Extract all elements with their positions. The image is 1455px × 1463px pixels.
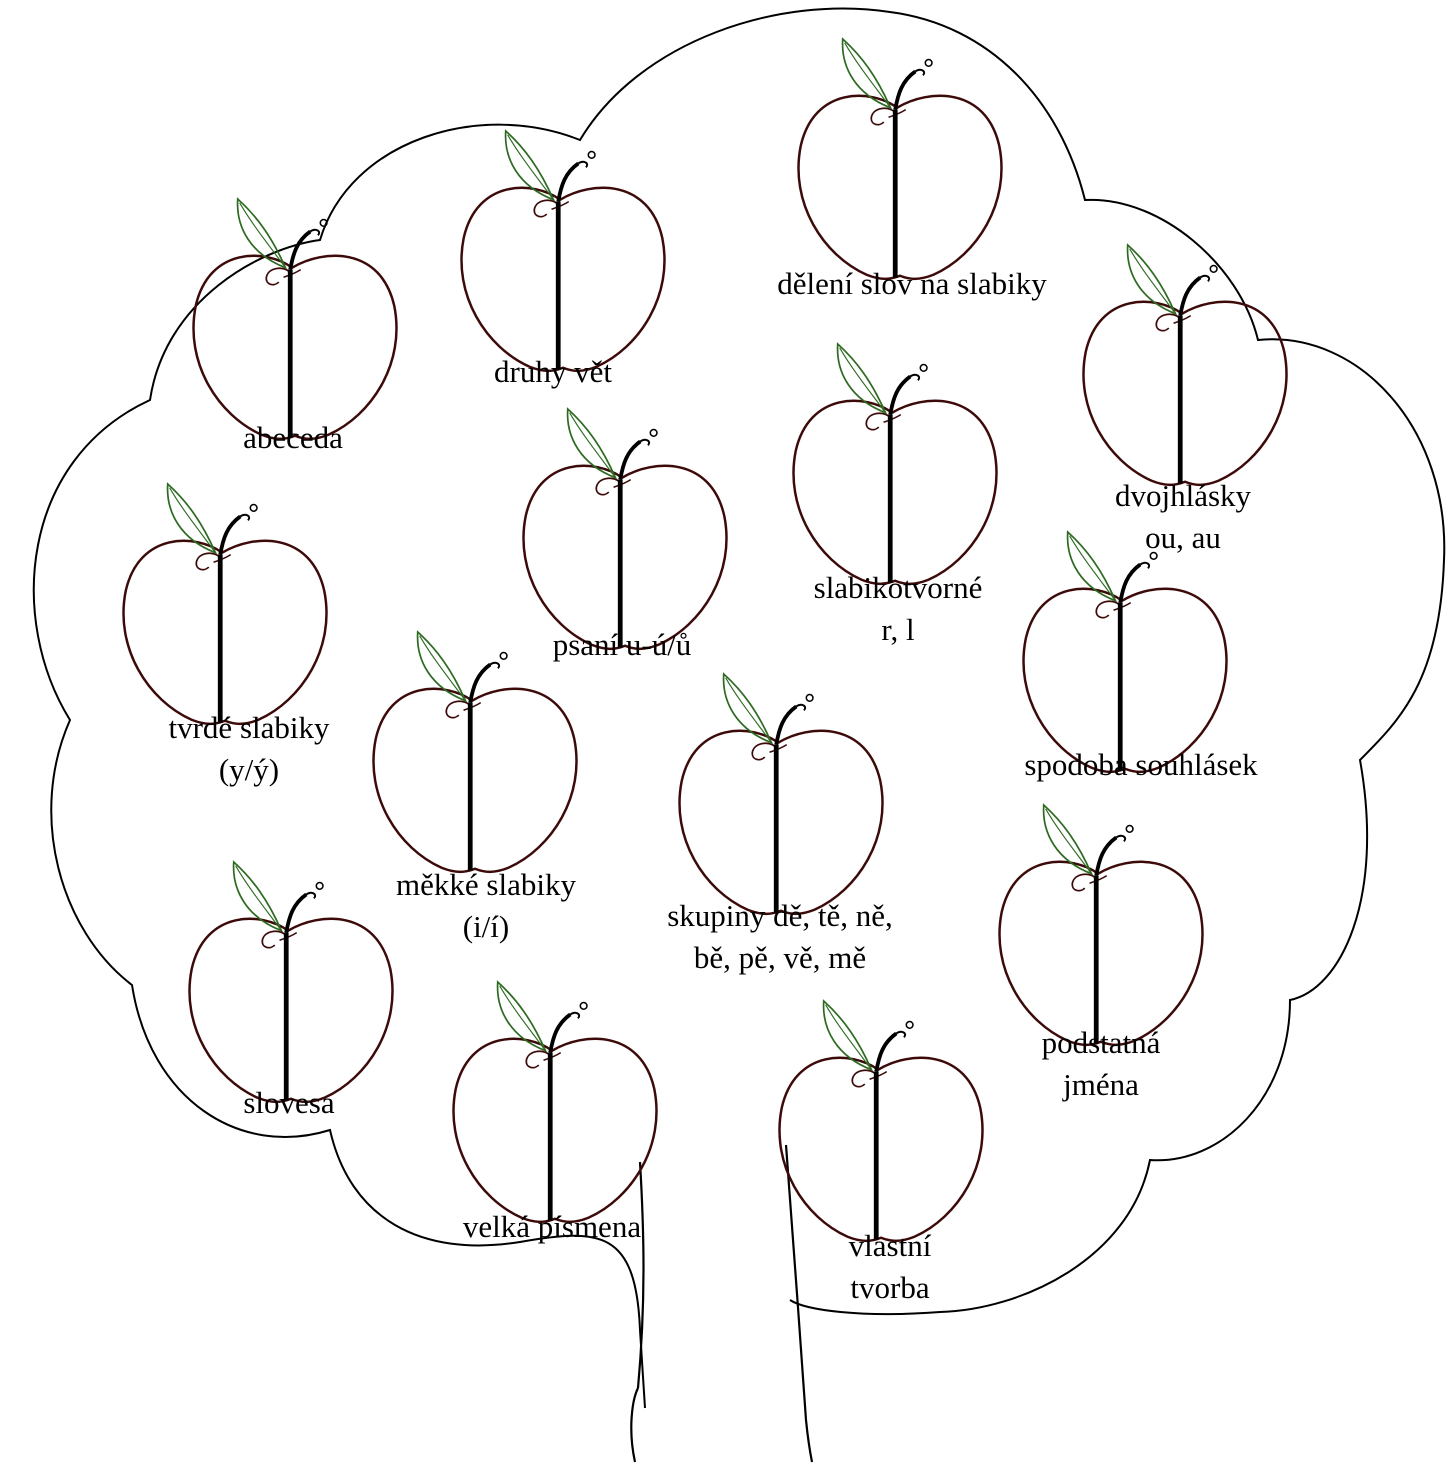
apple-icon: [190, 862, 393, 1102]
apple-icon: [374, 632, 577, 872]
apple-label-podstatna-jmena: jména: [1062, 1067, 1139, 1102]
apple-vlastni-tvorba: vlastní tvorba: [780, 1001, 983, 1305]
tree-crown-outline: [32, 7, 1446, 1409]
tree-trunk-left: [630, 1161, 645, 1463]
apple-deleni-slov: dělení slov na slabiky: [777, 39, 1047, 301]
apple-icon: [1000, 805, 1203, 1045]
apple-label-mekke-slabiky: měkké slabiky: [396, 867, 576, 902]
apple-abeceda: abeceda: [194, 199, 397, 455]
apple-icon: [780, 1001, 983, 1241]
apple-velka-pismena: velká písmena: [454, 982, 657, 1244]
apple-icon: [194, 199, 397, 439]
apple-label-tvrde-slabiky: tvrdé slabiky: [169, 710, 330, 745]
apple-icon: [524, 409, 727, 649]
apple-podstatna-jmena: podstatná jména: [1000, 805, 1203, 1102]
apple-label-deleni-slov: dělení slov na slabiky: [777, 266, 1047, 301]
apple-label-tvrde-slabiky: (y/ý): [219, 752, 279, 787]
apple-label-druhy-vet: druhy vět: [494, 354, 612, 389]
apple-icon: [794, 344, 997, 584]
apple-psani-u: psaní u-ú/ů: [524, 409, 727, 662]
apple-icon: [1024, 532, 1227, 772]
apple-dvojhlasky: dvojhlásky ou, au: [1084, 245, 1287, 555]
apple-label-podstatna-jmena: podstatná: [1042, 1025, 1161, 1060]
apple-label-abeceda: abeceda: [243, 420, 343, 455]
apple-icon: [680, 674, 883, 914]
apple-label-slovesa: slovesa: [243, 1085, 335, 1120]
apple-tvrde-slabiky: tvrdé slabiky (y/ý): [124, 484, 330, 787]
apple-skupiny: skupiny dě, tě, ně, bě, pě, vě, mě: [667, 674, 893, 975]
apple-icon: [454, 982, 657, 1222]
apple-label-vlastni-tvorba: tvorba: [850, 1270, 929, 1305]
apple-label-spodoba: spodoba souhlásek: [1024, 747, 1258, 782]
apple-icon: [799, 39, 1002, 279]
apple-spodoba: spodoba souhlásek: [1024, 532, 1258, 782]
apple-label-dvojhlasky: dvojhlásky: [1115, 478, 1252, 513]
apple-druhy-vet: druhy vět: [462, 131, 665, 389]
apple-label-velka-pismena: velká písmena: [463, 1209, 641, 1244]
apple-label-psani-u: psaní u-ú/ů: [553, 627, 692, 662]
apple-icon: [1084, 245, 1287, 485]
apple-label-vlastni-tvorba: vlastní: [849, 1228, 932, 1263]
tree-trunk-right: [784, 1144, 814, 1463]
apple-label-slabikotvorne: slabikotvorné: [814, 570, 983, 605]
apple-label-dvojhlasky: ou, au: [1145, 520, 1221, 555]
apple-label-mekke-slabiky: (i/í): [463, 909, 510, 944]
apple-icon: [462, 131, 665, 371]
apple-label-skupiny: bě, pě, vě, mě: [694, 940, 866, 975]
apple-mekke-slabiky: měkké slabiky (i/í): [374, 632, 577, 944]
apple-icon: [124, 484, 327, 724]
apple-label-skupiny: skupiny dě, tě, ně,: [667, 898, 893, 933]
apple-slovesa: slovesa: [190, 862, 393, 1120]
apple-label-slabikotvorne: r, l: [881, 612, 914, 647]
apple-slabikotvorne: slabikotvorné r, l: [794, 344, 997, 647]
